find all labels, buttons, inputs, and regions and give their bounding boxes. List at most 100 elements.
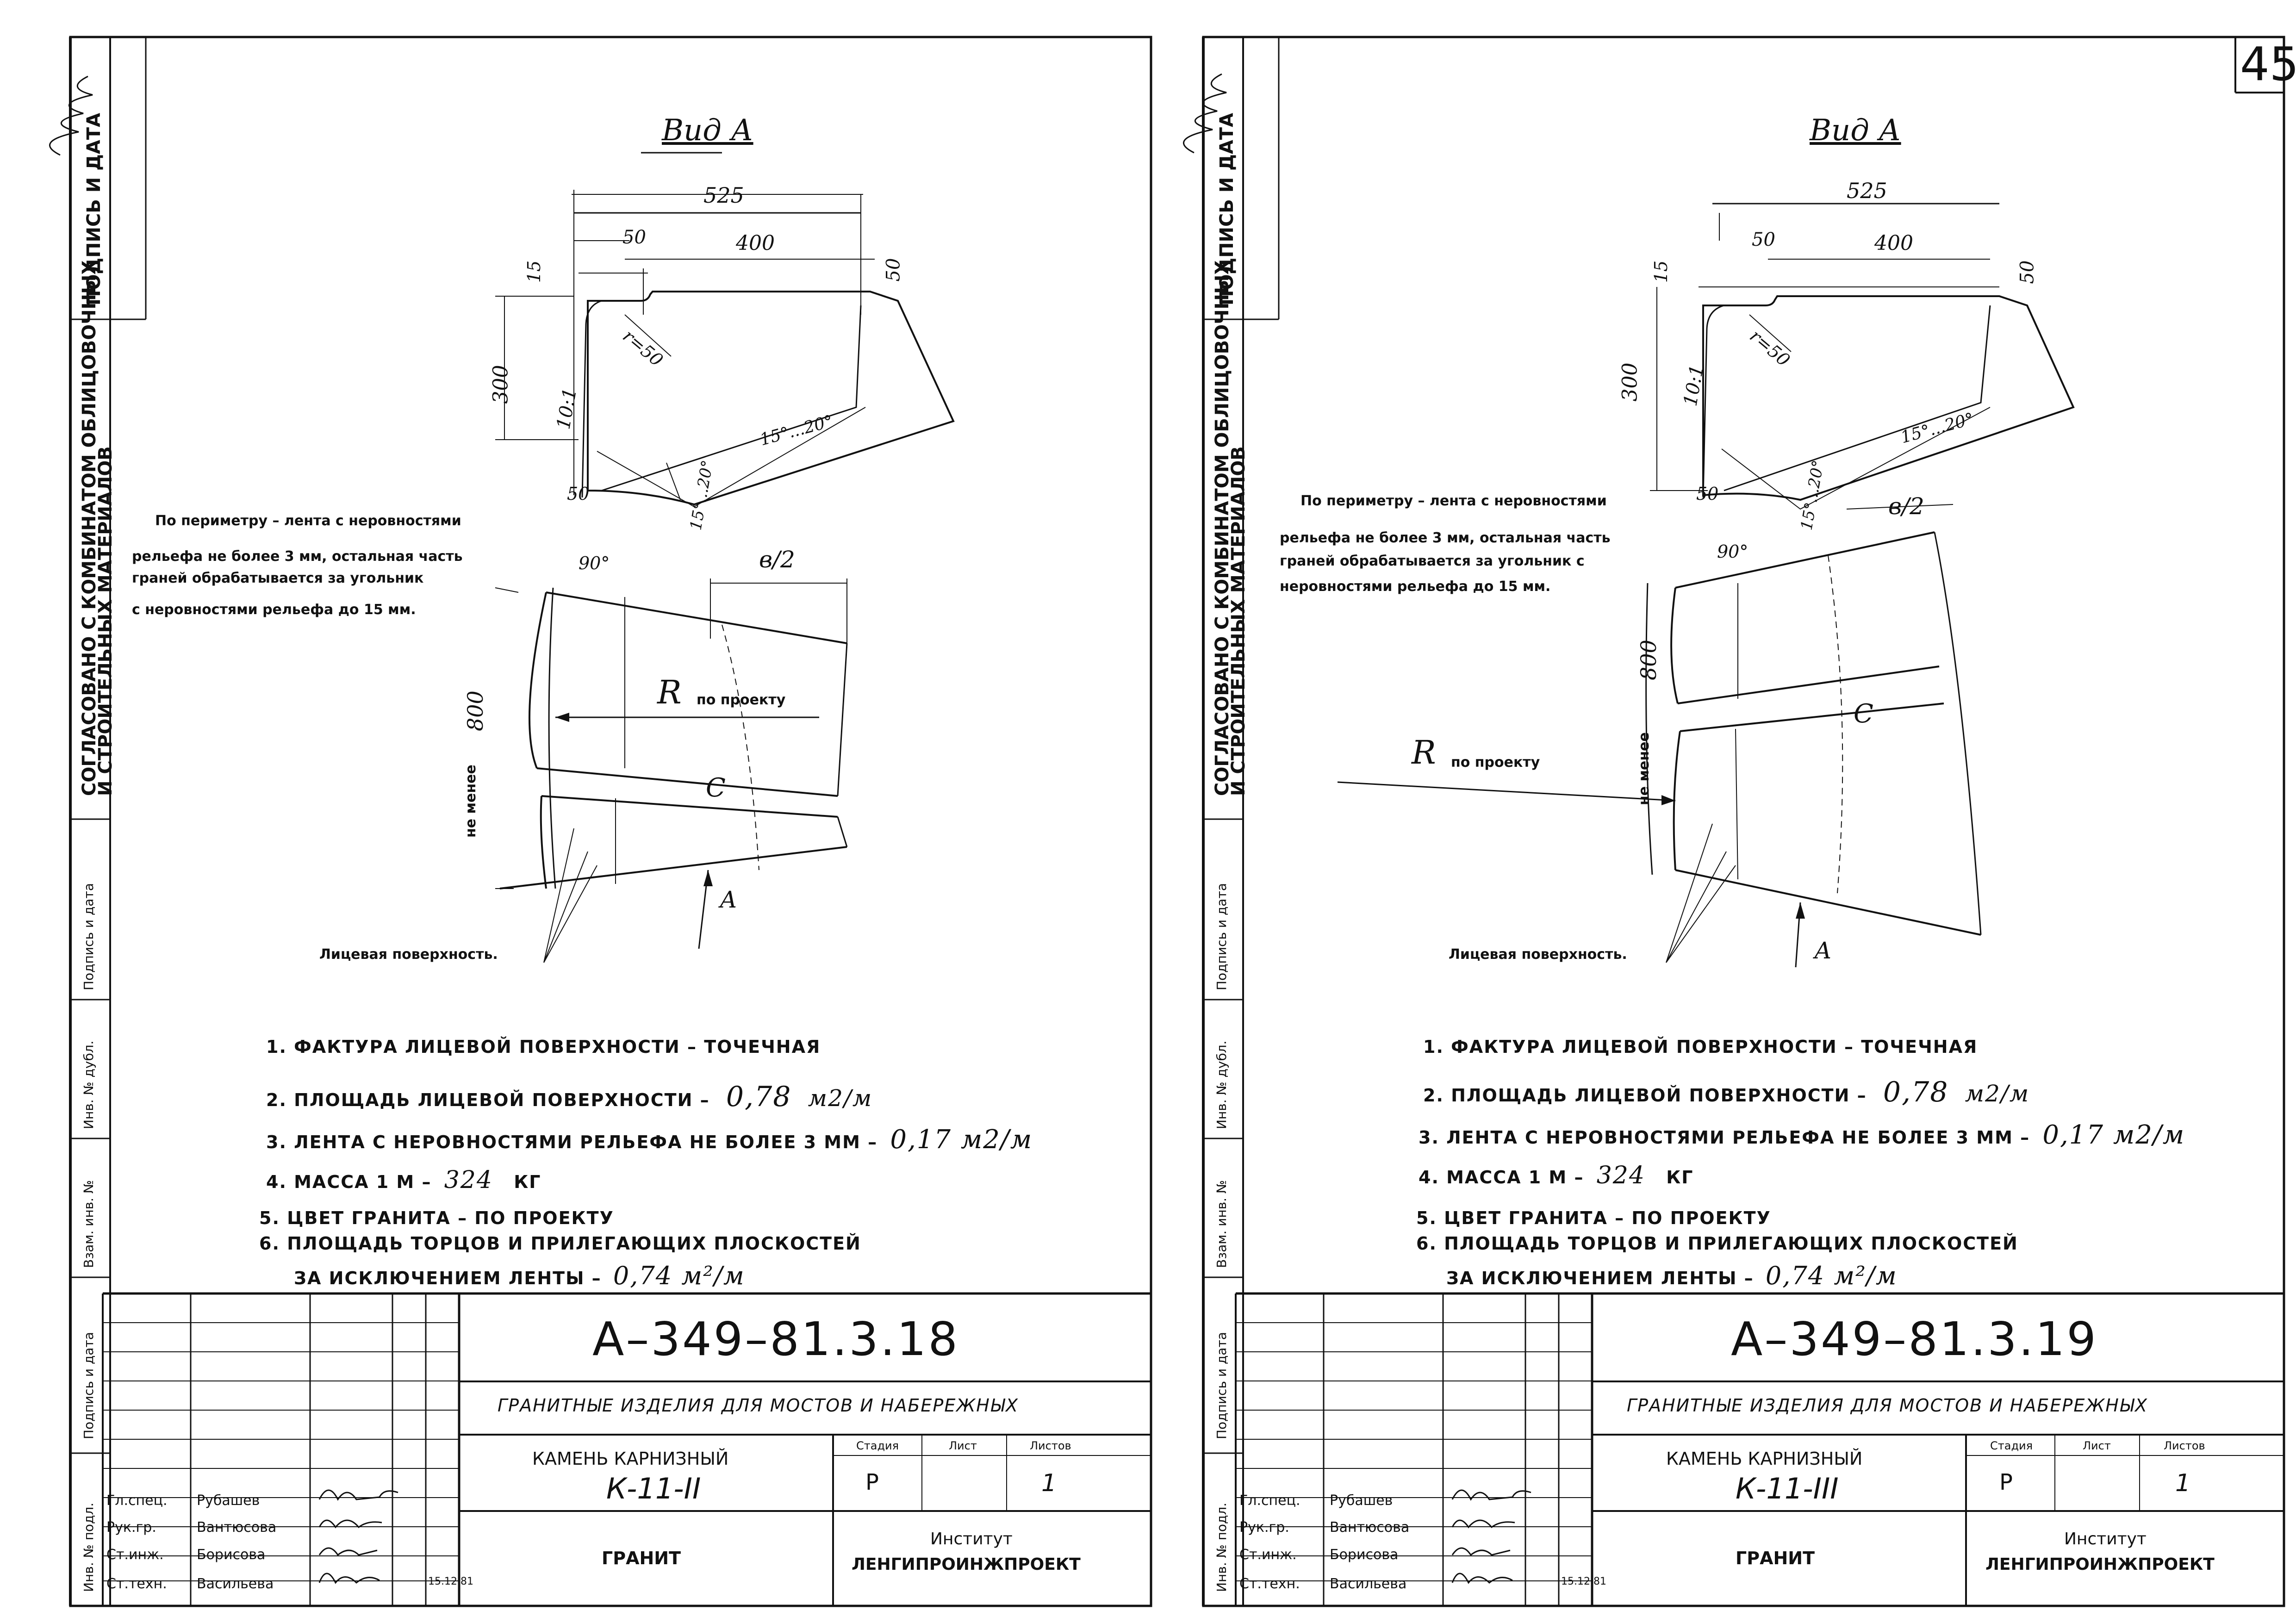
org-line-1: Институт xyxy=(930,1530,1013,1548)
stage-value: Р xyxy=(865,1469,879,1495)
sheets-label: Листов xyxy=(2164,1439,2205,1452)
dim-step: 50 xyxy=(622,227,646,248)
staff-name-2: Вантюсова xyxy=(197,1519,277,1536)
note-2-value: 0,78 xyxy=(1883,1076,1949,1108)
drawing-sheet-1: СОГЛАСОВАНО С КОМБИНАТОМ ОБЛИЦОВОЧНЫХ И … xyxy=(49,36,1152,1607)
note-6a: 6. ПЛОЩАДЬ ТОРЦОВ И ПРИЛЕГАЮЩИХ ПЛОСКОСТ… xyxy=(1416,1233,2018,1254)
dim-step: 50 xyxy=(1752,229,1775,250)
note-3: 3. ЛЕНТА С НЕРОВНОСТЯМИ РЕЛЬЕФА НЕ БОЛЕЕ… xyxy=(266,1125,1033,1155)
stage-label: Стадия xyxy=(1990,1439,2033,1452)
note-5: 5. ЦВЕТ ГРАНИТА – ПО ПРОЕКТУ xyxy=(1416,1208,1771,1228)
staff-role-4: Ст.техн. xyxy=(1239,1576,1300,1592)
staff-role-2: Рук.гр. xyxy=(106,1519,156,1536)
note-2-unit: м2/м xyxy=(1965,1080,2030,1107)
item-code: К-11-III xyxy=(1736,1472,1839,1505)
plan-radius-text: по проекту xyxy=(697,692,786,708)
note-2-value: 0,78 xyxy=(726,1081,792,1113)
note-4-text: 4. МАССА 1 М – xyxy=(266,1172,432,1192)
note-2: 2. ПЛОЩАДЬ ЛИЦЕВОЙ ПОВЕРХНОСТИ – 0,78 м2… xyxy=(266,1081,872,1113)
stage-value: Р xyxy=(1999,1469,2013,1495)
staff-name-4: Васильева xyxy=(197,1576,274,1592)
sheet-1-linework xyxy=(69,36,1152,1607)
note-4-unit: КГ xyxy=(1666,1167,1694,1188)
note-1: 1. ФАКТУРА ЛИЦЕВОЙ ПОВЕРХНОСТИ – ТОЧЕЧНА… xyxy=(1423,1037,1978,1057)
plan-angle: 90° xyxy=(1717,541,1748,562)
note-4-value: 324 xyxy=(1596,1162,1645,1189)
note-6b-text: ЗА ИСКЛЮЧЕНИЕМ ЛЕНТЫ – xyxy=(1446,1268,1754,1288)
item-code: К-11-II xyxy=(606,1472,701,1505)
plan-angle: 90° xyxy=(579,553,610,573)
material: ГРАНИТ xyxy=(1736,1548,1815,1568)
perimeter-note-4: с неровностями рельефа до 15 мм. xyxy=(132,602,416,618)
staff-name-4: Васильева xyxy=(1330,1576,1407,1592)
staff-name-3: Борисова xyxy=(197,1547,266,1563)
note-2-text: 2. ПЛОЩАДЬ ЛИЦЕВОЙ ПОВЕРХНОСТИ – xyxy=(1423,1085,1867,1106)
series-title: ГРАНИТНЫЕ ИЗДЕЛИЯ ДЛЯ МОСТОВ И НАБЕРЕЖНЫ… xyxy=(498,1395,1019,1416)
signatures-sheet-1 xyxy=(49,75,398,1584)
face-surface-label: Лицевая поверхность. xyxy=(1449,946,1627,963)
plan-arrow-label: А xyxy=(1814,937,1832,964)
plan-c-label: С xyxy=(706,773,726,803)
perimeter-note-3: граней обрабатывается за угольник с xyxy=(1280,553,1585,569)
note-3-text: 3. ЛЕНТА С НЕРОВНОСТЯМИ РЕЛЬЕФА НЕ БОЛЕЕ… xyxy=(266,1132,878,1152)
staff-name-2: Вантюсова xyxy=(1330,1519,1410,1536)
staff-name-1: Рубашев xyxy=(197,1492,260,1509)
note-6b: ЗА ИСКЛЮЧЕНИЕМ ЛЕНТЫ – 0,74 м²/м xyxy=(1446,1261,1898,1290)
note-4-value: 324 xyxy=(444,1166,493,1194)
view-a-title: Вид А xyxy=(662,113,753,148)
note-4: 4. МАССА 1 М – 324 КГ xyxy=(266,1166,541,1194)
plan-radius-label: R xyxy=(657,673,682,711)
staff-role-3: Ст.инж. xyxy=(1239,1547,1297,1563)
note-5: 5. ЦВЕТ ГРАНИТА – ПО ПРОЕКТУ xyxy=(259,1208,614,1228)
stage-label: Стадия xyxy=(856,1439,899,1452)
material: ГРАНИТ xyxy=(602,1548,681,1568)
note-6-value: 0,74 м²/м xyxy=(1765,1261,1898,1290)
note-6-value: 0,74 м²/м xyxy=(613,1261,745,1290)
note-6b: ЗА ИСКЛЮЧЕНИЕМ ЛЕНТЫ – 0,74 м²/м xyxy=(294,1261,745,1290)
org-line-2: ЛЕНГИПРОИНЖПРОЕКТ xyxy=(852,1555,1081,1574)
sheets-label: Листов xyxy=(1030,1439,1071,1452)
dim-inner: 400 xyxy=(1874,231,1913,255)
note-3-value: 0,17 м2/м xyxy=(890,1125,1033,1155)
face-surface-label: Лицевая поверхность. xyxy=(319,946,498,963)
plan-radius-text: по проекту xyxy=(1451,754,1540,771)
org-line-1: Институт xyxy=(2064,1530,2147,1548)
dim-bottom: 50 xyxy=(567,484,590,504)
perimeter-note-4: неровностями рельефа до 15 мм. xyxy=(1280,578,1551,595)
note-4-unit: КГ xyxy=(514,1172,541,1192)
staff-role-1: Гл.спец. xyxy=(1239,1492,1300,1509)
plan-half-b: в/2 xyxy=(1888,493,1924,520)
item-name: КАМЕНЬ КАРНИЗНЫЙ xyxy=(1666,1449,1863,1469)
plan-arrow-label: А xyxy=(720,886,737,913)
sheet-label: Лист xyxy=(2083,1439,2111,1452)
note-3-value: 0,17 м2/м xyxy=(2042,1120,2185,1150)
staff-name-3: Борисова xyxy=(1330,1547,1399,1563)
perimeter-note-2: рельефа не более 3 мм, остальная часть xyxy=(1280,530,1611,546)
page-number: 45 xyxy=(2240,37,2296,91)
item-name: КАМЕНЬ КАРНИЗНЫЙ xyxy=(532,1449,729,1469)
staff-role-3: Ст.инж. xyxy=(106,1547,164,1563)
staff-date-4: 15.12.81 xyxy=(1561,1576,1606,1587)
staff-name-1: Рубашев xyxy=(1330,1492,1393,1509)
note-3-text: 3. ЛЕНТА С НЕРОВНОСТЯМИ РЕЛЬЕФА НЕ БОЛЕЕ… xyxy=(1419,1127,2030,1148)
staff-date-4: 15.12.81 xyxy=(428,1576,473,1587)
view-a-title: Вид А xyxy=(1810,113,1901,148)
note-2: 2. ПЛОЩАДЬ ЛИЦЕВОЙ ПОВЕРХНОСТИ – 0,78 м2… xyxy=(1423,1076,2029,1108)
dim-overall: 525 xyxy=(1847,178,1887,203)
sheets-value: 1 xyxy=(1041,1469,1057,1497)
sheet-label: Лист xyxy=(949,1439,977,1452)
note-2-text: 2. ПЛОЩАДЬ ЛИЦЕВОЙ ПОВЕРХНОСТИ – xyxy=(266,1090,710,1110)
note-1: 1. ФАКТУРА ЛИЦЕВОЙ ПОВЕРХНОСТИ – ТОЧЕЧНА… xyxy=(266,1037,821,1057)
staff-role-2: Рук.гр. xyxy=(1239,1519,1289,1536)
dim-inner: 400 xyxy=(736,231,775,255)
series-title: ГРАНИТНЫЕ ИЗДЕЛИЯ ДЛЯ МОСТОВ И НАБЕРЕЖНЫ… xyxy=(1627,1395,2148,1416)
sheets-value: 1 xyxy=(2175,1469,2191,1497)
doc-number: А–349–81.3.18 xyxy=(592,1312,959,1366)
sheet-2-linework xyxy=(1202,36,2285,1607)
plan-half-b: в/2 xyxy=(759,546,795,573)
drawing-sheet-2: 45 СОГЛАСОВАНО С КОМБИНАТОМ ОБЛИЦОВОЧНЫХ… xyxy=(1176,0,2296,1623)
org-line-2: ЛЕНГИПРОИНЖПРОЕКТ xyxy=(1985,1555,2215,1574)
dim-bottom: 50 xyxy=(1696,484,1719,504)
note-2-unit: м2/м xyxy=(808,1085,873,1112)
staff-role-4: Ст.техн. xyxy=(106,1576,167,1592)
